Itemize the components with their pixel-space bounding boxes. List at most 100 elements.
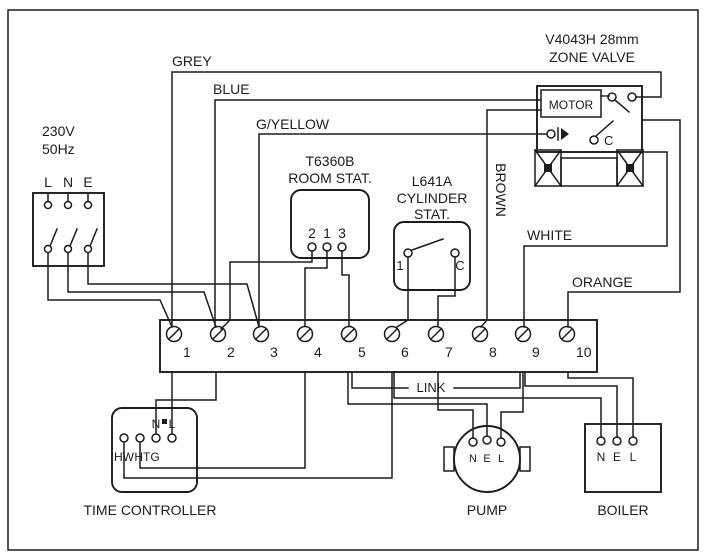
link-wire-right [453, 371, 521, 389]
pump-flange-right [519, 446, 531, 472]
mains-supply: 230V 50Hz L N E [32, 123, 105, 267]
valve-switch-blade [594, 119, 615, 138]
jb-terminal-4: 4 [296, 325, 322, 360]
svg-text:7: 7 [445, 344, 453, 360]
room-stat-terminal-1: 1 [323, 225, 331, 241]
pump-terminal-l-label: L [498, 453, 504, 465]
pump-terminal-n-label: N [469, 453, 477, 465]
mains-terminal-l-label: L [44, 174, 52, 190]
svg-text:3: 3 [270, 344, 278, 360]
aux-switch-terminal-b [627, 92, 637, 102]
jb-terminal-1: 1 [165, 325, 191, 360]
mains-terminal-e-label: E [83, 174, 92, 190]
mains-terminal-n-label: N [63, 174, 73, 190]
boiler-n-wire [393, 371, 602, 438]
valve-union-right [615, 148, 645, 188]
boiler-terminal-e-label: E [613, 450, 621, 464]
jb-terminal-9: 9 [514, 325, 540, 360]
jb-terminal-8: 8 [471, 325, 497, 360]
svg-text:9: 9 [532, 344, 540, 360]
junction-box: 1 2 3 4 5 6 7 8 [159, 319, 598, 395]
cylinder-stat-box [393, 221, 471, 291]
mains-e-wire [87, 252, 260, 328]
mains-pole-e [83, 192, 98, 254]
roomstat-wire-1 [304, 250, 328, 327]
zone-valve-name: ZONE VALVE [549, 49, 635, 65]
cylinder-stat-name-2: STAT. [414, 206, 450, 222]
jb-terminal-10: 10 [558, 325, 592, 360]
valve-body [560, 157, 618, 187]
boiler-box [584, 423, 662, 493]
grey-wire [171, 71, 662, 327]
tc-terminal-l-label: L [169, 417, 176, 431]
boiler-label: BOILER [597, 502, 648, 518]
valve-terminal-c [589, 135, 599, 145]
brown-wire [479, 109, 542, 329]
mains-pole-l [43, 192, 58, 254]
time-controller-box [111, 407, 198, 493]
tc-terminal-htg-label: HTG [134, 450, 159, 464]
cylinder-stat-terminal-1: 1 [396, 258, 403, 273]
pump-flange-left [443, 446, 455, 472]
tc-htg-wire [139, 371, 306, 469]
wire-labels: GREY BLUE G/YELLOW BROWN WHITE ORANGE [172, 53, 633, 290]
mains-n-wire [67, 252, 217, 328]
tc-terminal-n-label: N [152, 417, 161, 431]
boiler-terminal-l-label: L [630, 450, 637, 464]
cylinder-stat-model: L641A [412, 173, 453, 189]
room-stat-model: T6360B [305, 153, 354, 169]
jb-terminal-3: 3 [252, 325, 278, 360]
boiler: N E L BOILER [584, 423, 662, 518]
white-label: WHITE [527, 227, 572, 243]
time-controller: N L HW HTG TIME CONTROLLER [83, 407, 217, 518]
roomstat-wire-2 [219, 250, 313, 331]
mains-frequency: 50Hz [42, 141, 75, 157]
pump-label: PUMP [467, 502, 507, 518]
white-wire [523, 151, 668, 328]
gyellow-label: G/YELLOW [256, 116, 330, 132]
tc-hw-wire [123, 371, 393, 479]
tc-terminal-hw-label: HW [114, 450, 135, 464]
aux-switch-terminal-a [607, 92, 617, 102]
boiler-e-wire [524, 371, 618, 438]
svg-text:10: 10 [576, 344, 592, 360]
orange-label: ORANGE [572, 274, 633, 290]
grey-label: GREY [172, 53, 212, 69]
tc-n-wire [155, 371, 217, 435]
motor-box [540, 89, 602, 118]
pump-n-wire [437, 371, 474, 439]
blue-label: BLUE [213, 81, 250, 97]
cylinder-stat-terminal-c: C [455, 258, 464, 273]
svg-text:6: 6 [401, 344, 409, 360]
mains-l-wire [47, 252, 173, 328]
cylinder-stat-name-1: CYLINDER [397, 190, 468, 206]
earth-terminal [546, 129, 556, 139]
valve-union-left [533, 148, 563, 188]
diagram-border [7, 9, 699, 551]
pump: N E L PUMP [443, 425, 531, 518]
jb-terminal-5: 5 [340, 325, 366, 360]
zone-valve-head [536, 85, 643, 153]
mains-voltage: 230V [42, 123, 75, 139]
cylstat-wire-c [437, 256, 456, 327]
blue-wire [214, 99, 542, 327]
roomstat-wire-3 [341, 250, 350, 327]
motor-label: MOTOR [549, 98, 594, 112]
cylinder-stat: L641A CYLINDER STAT. 1 C [393, 173, 471, 291]
room-stat-name: ROOM STAT. [288, 170, 371, 186]
cylinder-stat-switch-blade [411, 238, 444, 251]
mains-pole-n [63, 192, 78, 254]
room-stat: T6360B ROOM STAT. 2 1 3 [288, 153, 372, 259]
svg-text:5: 5 [358, 344, 366, 360]
link-wire-left [351, 371, 409, 389]
aux-switch-blade [613, 98, 631, 114]
pump-e-wire [347, 371, 488, 437]
pump-body [453, 425, 521, 493]
svg-text:4: 4 [314, 344, 322, 360]
room-stat-terminal-2: 2 [308, 225, 316, 241]
boiler-l-wire [567, 371, 634, 438]
terminal-strip [159, 319, 598, 373]
zone-valve-model: V4043H 28mm [545, 31, 638, 47]
orange-wire [567, 119, 681, 328]
